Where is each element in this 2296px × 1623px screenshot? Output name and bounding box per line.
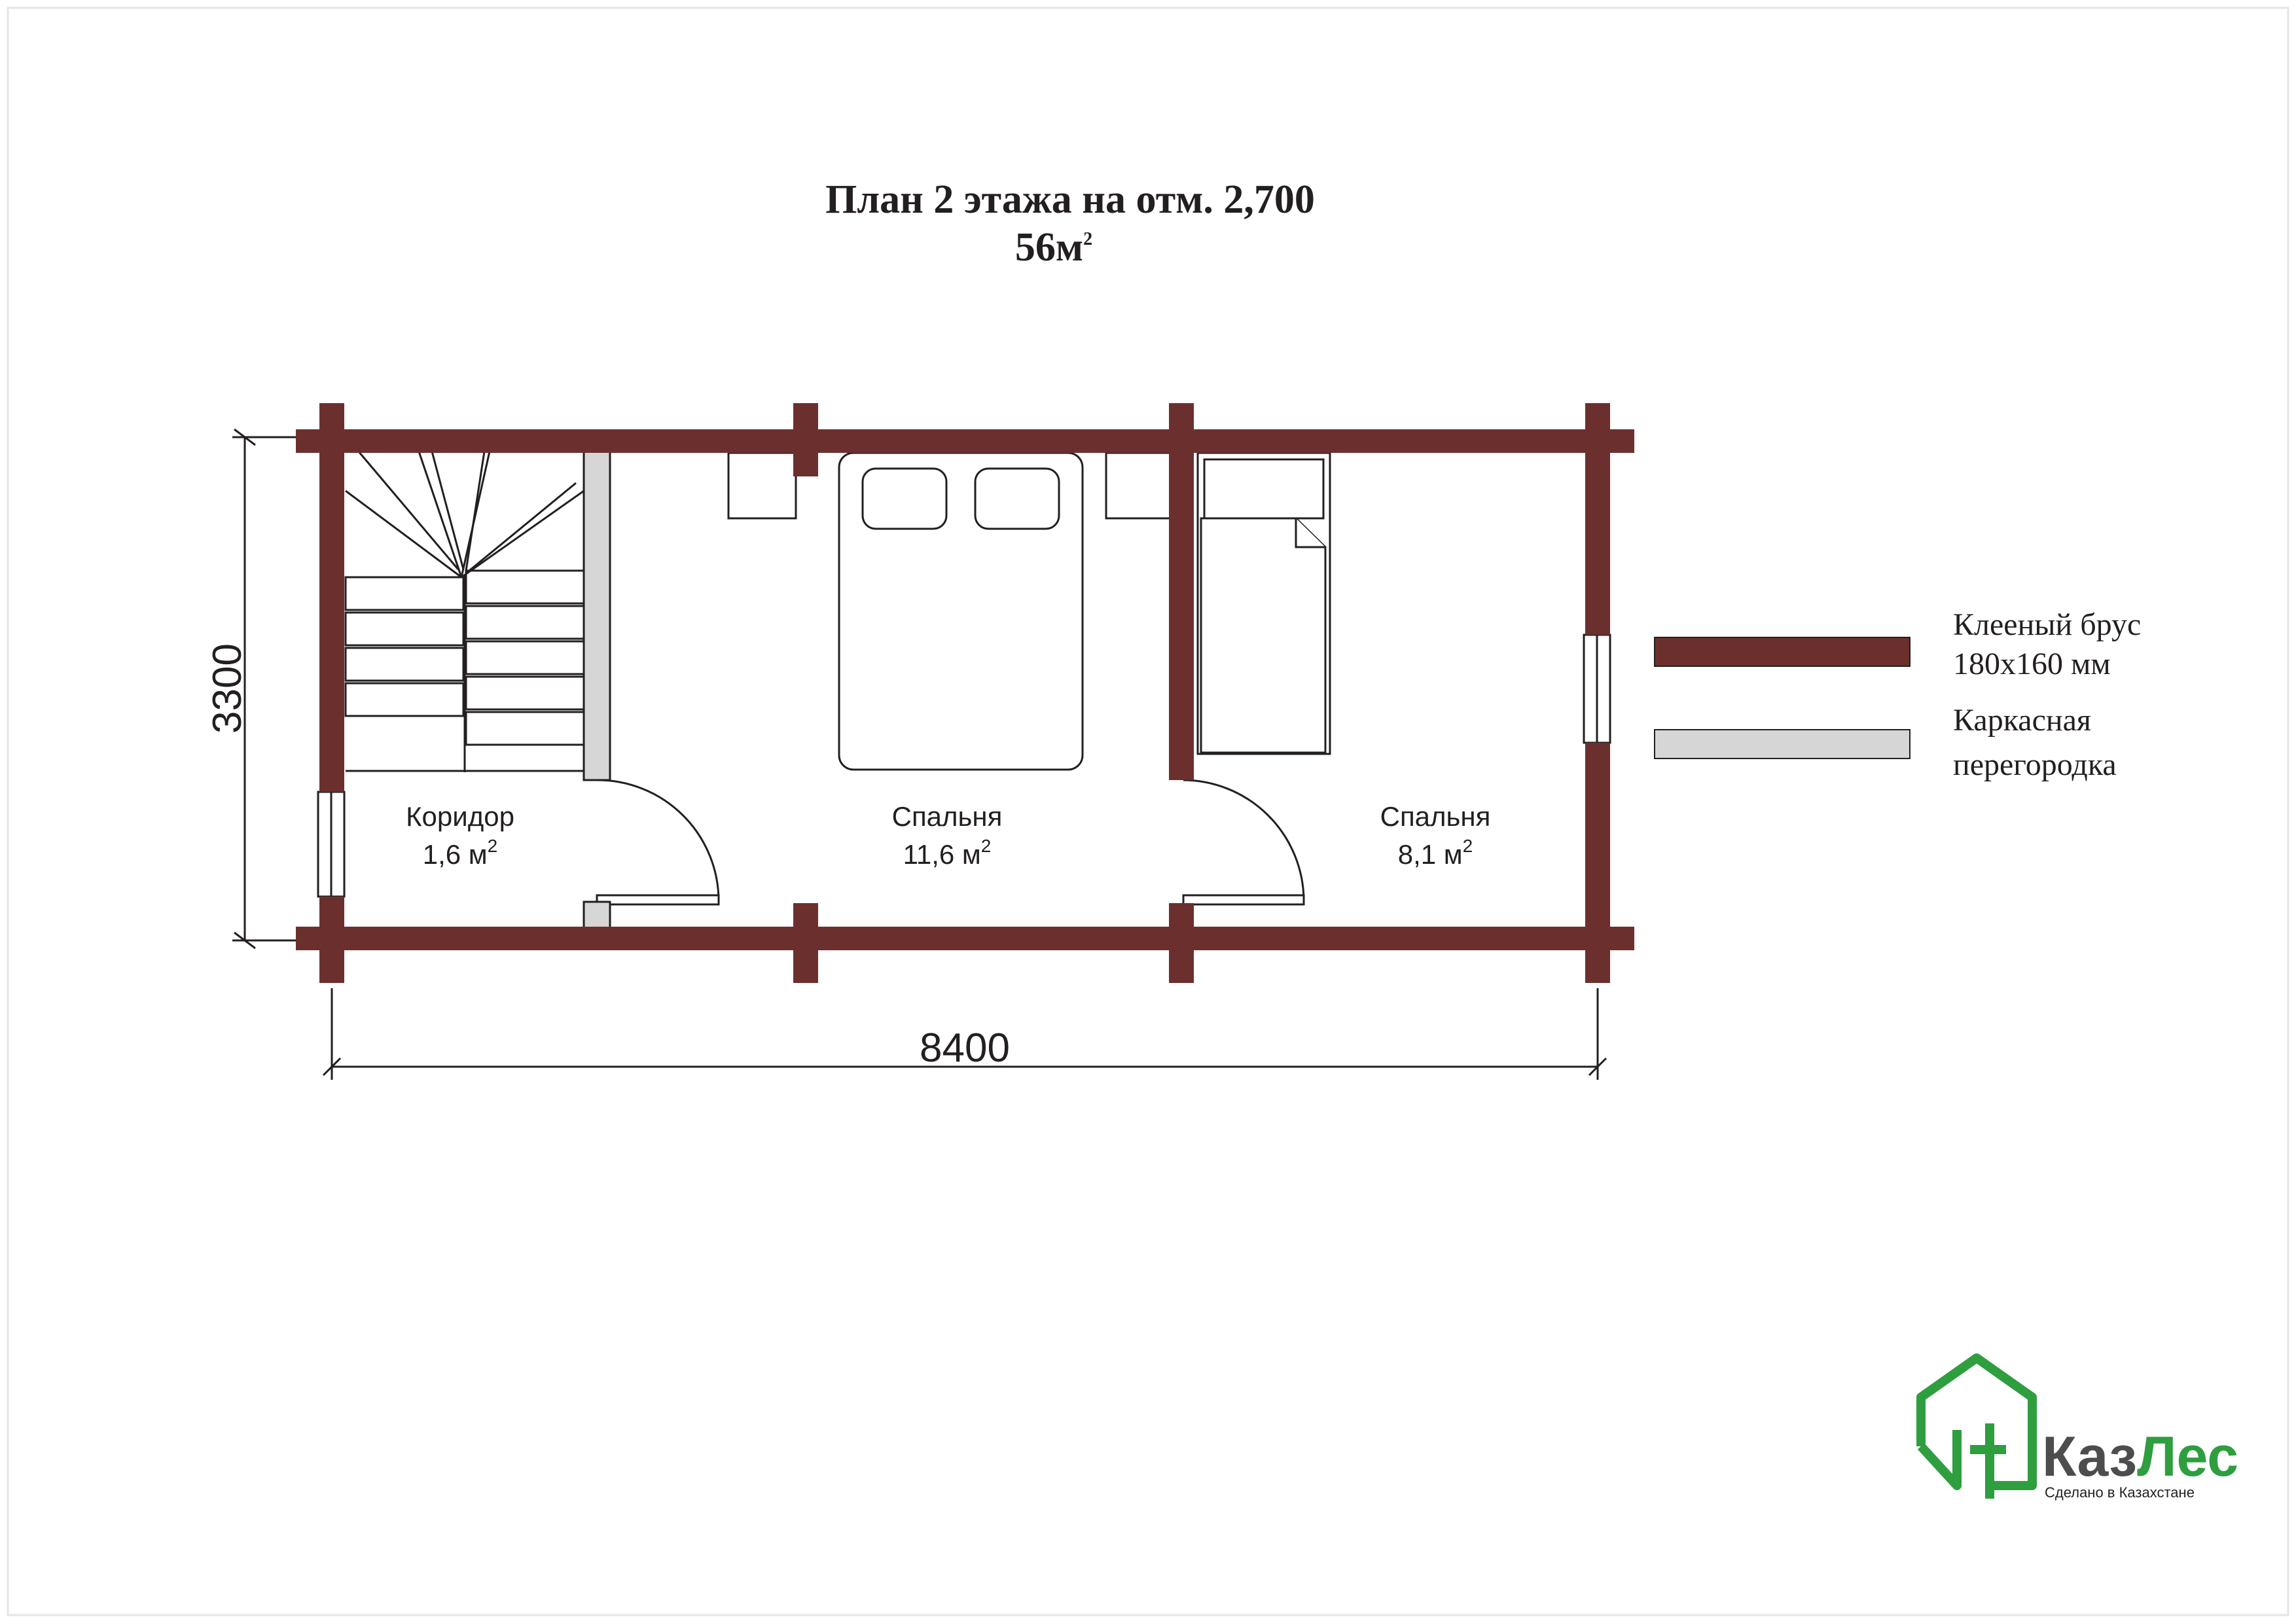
legend-label: Клееный брус [1953,607,2141,642]
logo: КазЛес Сделано в Казахстане [1916,1353,2238,1501]
double-bed [838,452,1084,771]
wall-left-upper [319,403,344,792]
room-name: Спальня [892,801,1003,832]
doors [583,779,1305,929]
wall-bottom [296,927,1634,950]
pillow [861,467,948,530]
pillow [974,467,1060,530]
dimension-width [322,988,1607,1080]
nightstand-right [1105,452,1175,520]
room-area: 1,6 м2 [423,836,498,870]
frame-partition [583,450,611,781]
legend-swatch-partition [1654,729,1910,759]
logo-tagline: Сделано в Казахстане [2045,1484,2195,1501]
room-name: Спальня [1380,801,1491,832]
legend-label: перегородка [1953,747,2117,782]
logo-name: КазЛес [2042,1425,2238,1488]
page-border [7,7,2289,1616]
single-bed [1196,452,1331,755]
wall-right-lower [1585,743,1610,983]
timber-walls [296,403,1634,983]
legend-swatch-timber [1654,637,1910,667]
wall-right-upper [1585,403,1610,635]
room-area: 11,6 м2 [903,836,992,870]
legend-label: Каркасная [1953,703,2091,738]
legend-label: 180х160 мм [1953,647,2111,681]
plan-total-area: 56м2 [1015,225,1092,270]
floor-plan: Коридор 1,6 м2 Спальня 11,6 м2 Спальня 8… [296,403,1634,983]
room-labels: Коридор 1,6 м2 Спальня 11,6 м2 Спальня 8… [406,801,1490,870]
dimension-height-label: 3300 [205,643,250,734]
dimension-width-label: 8400 [920,1026,1010,1071]
wall-post-top [793,403,818,476]
plan-title: План 2 этажа на отм. 2,700 [825,177,1315,222]
door-bedroom-2 [1182,779,1305,906]
wall-top [296,429,1634,453]
door-corridor [583,779,720,929]
room-area: 8,1 м2 [1398,836,1473,870]
furniture [727,452,1331,771]
wall-left-lower [319,897,344,983]
wall-interior [1169,403,1194,780]
house-logo-icon [1916,1353,2037,1499]
wall-post-bottom [793,903,818,983]
wall-post-bottom-2 [1169,903,1194,983]
room-name: Коридор [406,801,514,832]
staircase [344,451,587,772]
legend: Клееный брус 180х160 мм Каркасная перего… [1654,607,2141,782]
nightstand-left [727,452,797,520]
dimension-height [232,428,296,950]
